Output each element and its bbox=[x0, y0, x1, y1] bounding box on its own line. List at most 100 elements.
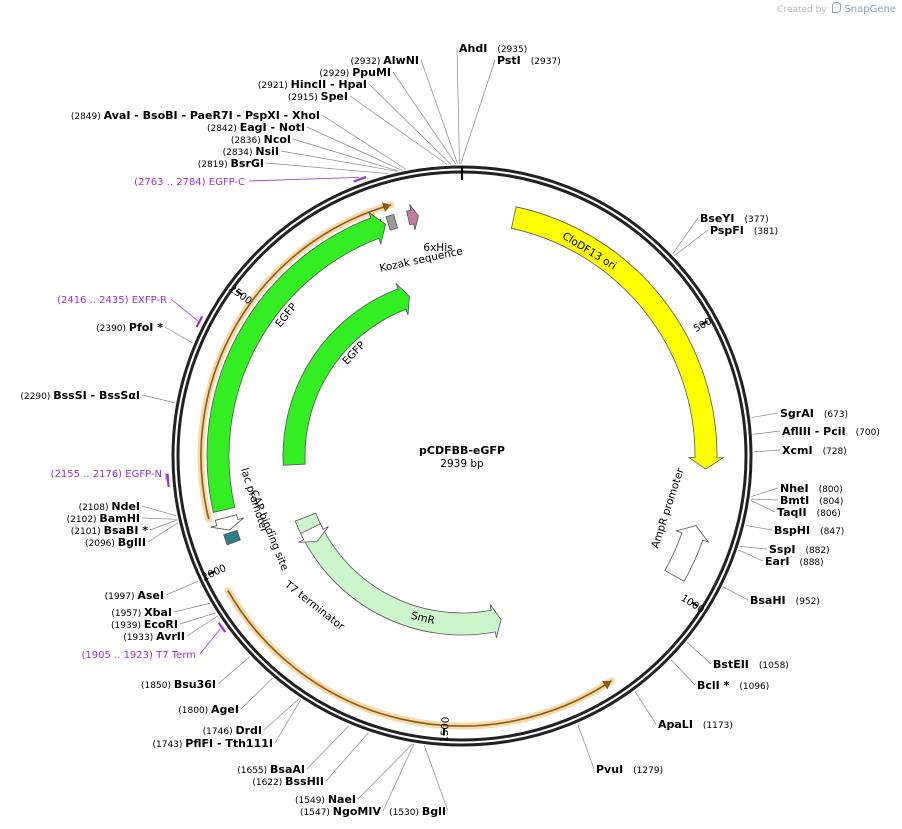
site-bsshii: (1622) BssHII bbox=[252, 732, 369, 788]
tick-label-2500: 2500 bbox=[227, 283, 254, 307]
site-position: (1850) bbox=[141, 681, 174, 691]
site-position: (1530) bbox=[389, 808, 422, 818]
site-label: SgrAI(673) bbox=[780, 407, 848, 420]
primer-leader bbox=[248, 176, 360, 182]
site-position: (804) bbox=[819, 497, 843, 507]
site-position: (1957) bbox=[111, 609, 144, 619]
primer-range: (2155 .. 2176) bbox=[51, 469, 126, 480]
site-leader bbox=[368, 83, 452, 165]
site-nhei: NheI(800) bbox=[751, 482, 843, 497]
site-label: (2849) AvaI - BsoBI - PaeR7I - PspXI - X… bbox=[71, 109, 320, 122]
6xhis-shape bbox=[406, 204, 419, 230]
site-pflfi-tth111i: (1743) PflFI - Tth111I bbox=[153, 699, 302, 750]
site-name: NheI bbox=[780, 482, 809, 495]
cap-site-label: CAP binding site bbox=[247, 488, 290, 572]
site-label: BseYI(377) bbox=[700, 212, 769, 225]
site-hincii-hpai: (2921) HincII - HpaI bbox=[258, 78, 452, 165]
site-bglii: (2096) BglII bbox=[85, 522, 178, 549]
site-leader bbox=[165, 580, 199, 596]
site-bsphi: BspHI(847) bbox=[745, 524, 844, 537]
site-label: (1655) BsaAI bbox=[237, 763, 305, 776]
site-label: (2842) EagI - NotI bbox=[207, 121, 305, 134]
site-leader bbox=[392, 71, 457, 165]
site-leader bbox=[141, 517, 177, 520]
site-name: BstEII bbox=[713, 658, 749, 671]
site-leader bbox=[634, 691, 657, 725]
site-name: AlwNI bbox=[383, 54, 419, 67]
site-position: (2921) bbox=[258, 81, 291, 91]
site-label: (2819) BsrGI bbox=[198, 157, 264, 170]
site-label: (2834) NsiI bbox=[223, 145, 279, 158]
site-leader bbox=[292, 138, 399, 172]
site-name: NsiI bbox=[255, 145, 279, 158]
primer-leader bbox=[170, 298, 198, 322]
site-name: HincII - HpaI bbox=[291, 78, 367, 91]
site-avrii: (1933) AvrII bbox=[123, 615, 218, 643]
site-name: BamHI bbox=[99, 512, 140, 525]
site-leader bbox=[321, 114, 407, 170]
primer-egfp-n: (2155 .. 2176) EGFP-N bbox=[51, 469, 170, 488]
site-position: (381) bbox=[754, 227, 778, 237]
site-position: (2102) bbox=[67, 515, 100, 525]
site-position: (1933) bbox=[123, 633, 156, 643]
site-label: (1850) Bsu36I bbox=[141, 678, 216, 691]
site-name: EagI - NotI bbox=[240, 121, 305, 134]
site-label: (1957) XbaI bbox=[111, 606, 172, 619]
site-bsahi: BsaHI(952) bbox=[722, 586, 820, 607]
primer-label: (1905 .. 1923) T7 Term bbox=[82, 650, 197, 661]
site-label: (2836) NcoI bbox=[231, 133, 291, 146]
site-position: (847) bbox=[820, 527, 844, 537]
site-position: (1939) bbox=[111, 621, 144, 631]
site-position: (2390) bbox=[96, 324, 129, 334]
site-ngomiv: (1547) NgoMIV bbox=[300, 743, 415, 818]
site-psti: PstI(2937) bbox=[460, 54, 561, 165]
site-position: (1173) bbox=[703, 721, 733, 731]
site-label: (1622) BssHII bbox=[252, 775, 324, 788]
site-xbai: (1957) XbaI bbox=[111, 602, 210, 619]
site-position: (2101) bbox=[71, 527, 104, 537]
site-name: AhdI bbox=[459, 42, 487, 55]
site-position: (1655) bbox=[237, 766, 270, 776]
site-label: BclI *(1096) bbox=[697, 679, 769, 692]
site-bsteii: BstEII(1058) bbox=[686, 641, 789, 671]
site-position: (888) bbox=[799, 558, 823, 568]
tick-label-1500: 1500 bbox=[439, 716, 452, 742]
site-leader bbox=[217, 656, 251, 685]
site-label: (1530) BglI bbox=[389, 805, 446, 818]
site-label: AhdI(2935) bbox=[459, 42, 527, 55]
primer-mark bbox=[217, 622, 227, 633]
site-name: BssHII bbox=[285, 775, 324, 788]
site-name: PfoI * bbox=[129, 321, 163, 334]
site-name: AgeI bbox=[211, 703, 239, 716]
tick-label-2000: 2000 bbox=[200, 563, 228, 584]
site-label: (2915) SpeI bbox=[288, 90, 348, 103]
site-label: (1933) AvrII bbox=[123, 630, 185, 643]
site-name: NaeI bbox=[328, 793, 356, 806]
snapgene-credit: Created by SnapGene bbox=[777, 2, 896, 15]
primer-mark bbox=[166, 473, 170, 488]
site-position: (1279) bbox=[633, 766, 663, 776]
site-leader bbox=[240, 677, 273, 710]
site-leader bbox=[753, 449, 781, 453]
site-position: (2834) bbox=[223, 148, 256, 158]
egfp-outer-shape bbox=[206, 211, 387, 513]
feature-ampr-promoter: AmpR promoter bbox=[649, 466, 710, 582]
primer-range: (1905 .. 1923) bbox=[82, 650, 157, 661]
site-leader bbox=[738, 549, 764, 562]
tick-label-1000: 1000 bbox=[679, 593, 706, 616]
primer-name: EXFP-R bbox=[132, 295, 167, 306]
site-label: (2108) NdeI bbox=[79, 500, 140, 513]
site-name: PflFI - Tth111I bbox=[185, 737, 273, 750]
tick-mark-500 bbox=[700, 320, 708, 326]
credit-prefix: Created by bbox=[777, 5, 827, 15]
site-name: PspFI bbox=[710, 224, 744, 237]
site-name: AseI bbox=[137, 589, 164, 602]
primer-mark bbox=[195, 315, 204, 328]
site-leader bbox=[306, 725, 350, 770]
site-name: NdeI bbox=[111, 500, 140, 513]
site-naei: (1549) NaeI bbox=[295, 743, 413, 806]
site-position: (2836) bbox=[231, 136, 264, 146]
site-label: (2101) BsaBI * bbox=[71, 524, 148, 537]
